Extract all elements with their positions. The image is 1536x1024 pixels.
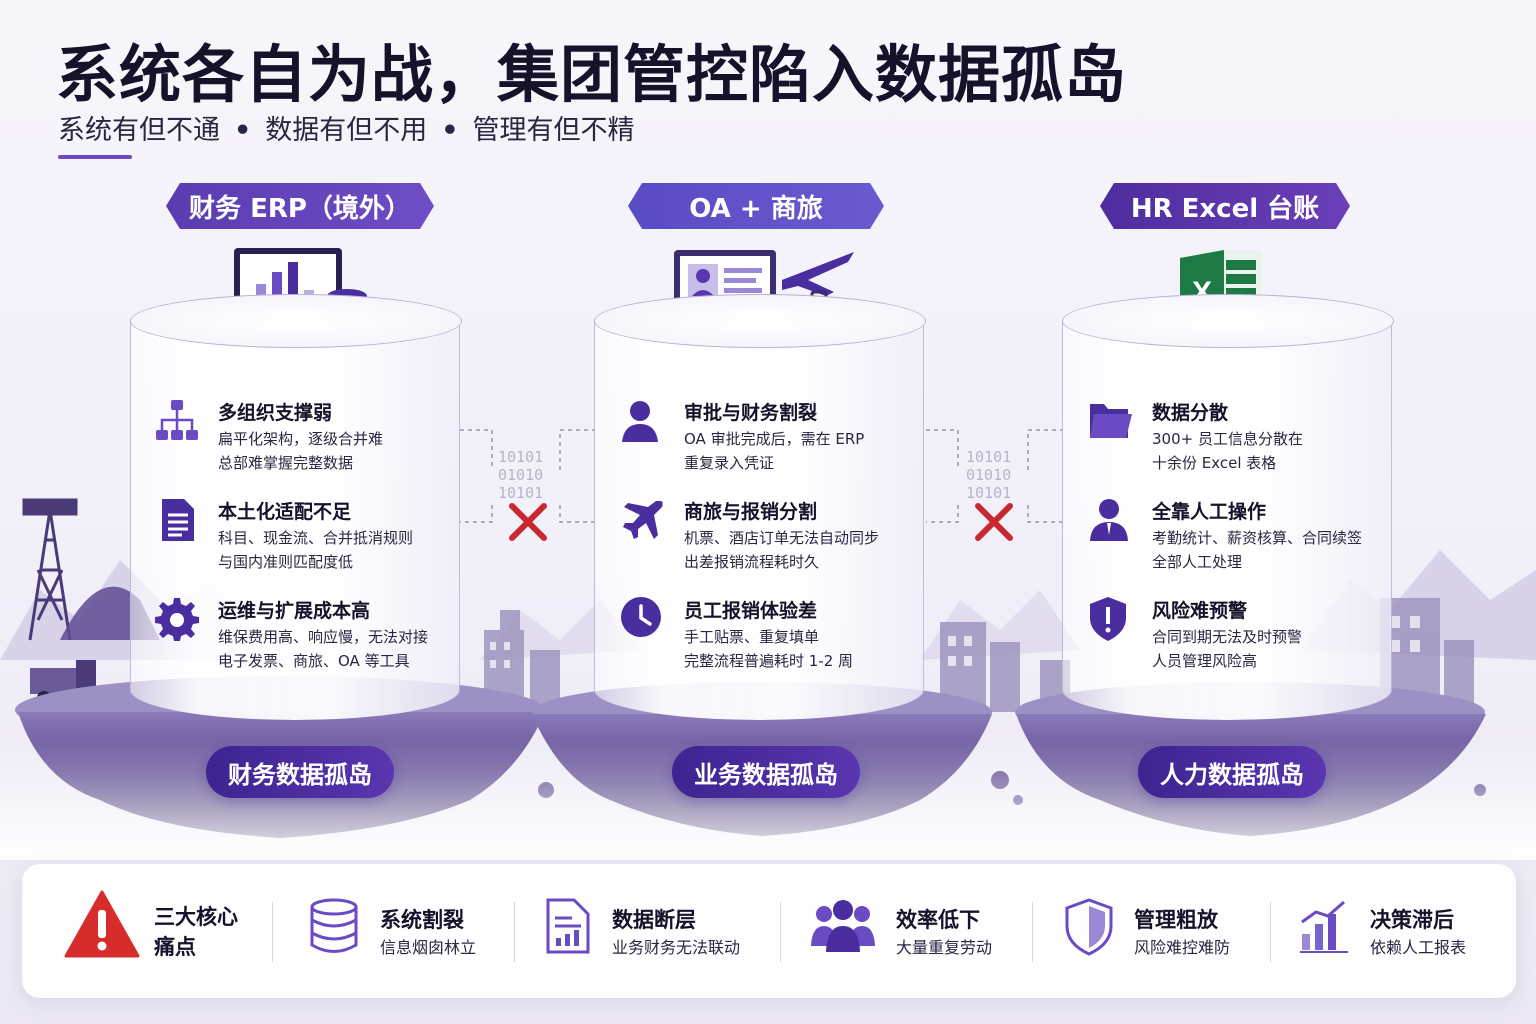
subtitle-separator: • <box>441 115 459 146</box>
item-desc: 手工贴票、重复填单 <box>684 628 820 646</box>
shield-alert-icon <box>1090 597 1126 641</box>
divider <box>514 902 515 962</box>
hr-cylinder-panel <box>1061 294 1394 720</box>
item-desc: 考勤统计、薪资核算、合同续签 <box>1152 529 1363 547</box>
system-tag-oa: OA + 商旅 <box>628 183 884 229</box>
pain-points-bar: 三大核心 痛点 系统割裂 信息烟囱林立 数据断层 业务财务无法联动 <box>22 864 1516 998</box>
pain-point-desc: 信息烟囱林立 <box>380 938 477 957</box>
pain-point-title: 管理粗放 <box>1134 908 1218 932</box>
island-label-business: 业务数据孤岛 <box>672 746 860 798</box>
page-title: 系统各自为战，集团管控陷入数据孤岛 <box>56 38 1128 111</box>
accent-line <box>58 155 132 159</box>
item-desc: 300+ 员工信息分散在 <box>1152 430 1303 448</box>
system-tag-erp: 财务 ERP（境外） <box>166 183 434 229</box>
pain-point-title: 决策滞后 <box>1370 908 1454 932</box>
item-desc: 机票、酒店订单无法自动同步 <box>684 529 880 547</box>
pain-point-desc: 业务财务无法联动 <box>612 938 741 957</box>
disconnect-x-icon <box>509 503 547 541</box>
item-desc: 总部难掌握完整数据 <box>218 454 354 472</box>
item-desc: 科目、现金流、合并抵消规则 <box>218 529 414 547</box>
divider <box>272 902 273 962</box>
mine-tower-illustration <box>22 498 78 641</box>
page-subtitle: 系统有但不通 • 数据有但不用 • 管理有但不精 <box>58 108 635 147</box>
item-desc: 扁平化架构，逐级合并难 <box>218 430 384 448</box>
user-icon <box>622 401 658 442</box>
org-chart-icon <box>156 400 198 440</box>
pain-point-title: 系统割裂 <box>380 908 464 932</box>
item-title: 商旅与报销分割 <box>684 501 818 523</box>
island-label-finance: 财务数据孤岛 <box>206 746 394 798</box>
core-pain-title: 三大核心 痛点 <box>154 905 238 959</box>
person-icon <box>1090 499 1128 541</box>
island-label-hr: 人力数据孤岛 <box>1138 746 1326 798</box>
item-desc: 重复录入凭证 <box>684 454 775 472</box>
divider <box>780 902 781 962</box>
item-desc: 人员管理风险高 <box>1152 652 1258 670</box>
subtitle-part-3: 管理有但不精 <box>472 115 635 146</box>
item-desc: 十余份 Excel 表格 <box>1152 454 1277 472</box>
pain-point-desc: 大量重复劳动 <box>896 938 993 957</box>
item-desc: OA 审批完成后，需在 ERP <box>684 430 865 448</box>
item-title: 多组织支撑弱 <box>218 402 333 424</box>
item-title: 员工报销体验差 <box>684 600 818 622</box>
pain-point-title: 效率低下 <box>896 908 980 932</box>
item-desc: 维保费用高、响应慢，无法对接 <box>218 628 429 646</box>
folder-icon <box>1090 404 1132 438</box>
item-title: 风险难预警 <box>1152 600 1248 622</box>
item-title: 数据分散 <box>1152 402 1229 424</box>
item-title: 全靠人工操作 <box>1152 501 1267 523</box>
pain-point-title: 数据断层 <box>612 908 696 932</box>
item-title: 运维与扩展成本高 <box>218 600 371 622</box>
system-tag-hr: HR Excel 台账 <box>1100 183 1350 229</box>
pain-point-desc: 依赖人工报表 <box>1370 938 1467 957</box>
item-desc: 合同到期无法及时预警 <box>1152 628 1303 646</box>
warning-icon <box>64 890 140 958</box>
clock-icon <box>621 597 661 637</box>
item-title: 审批与财务割裂 <box>684 402 818 424</box>
item-desc: 完整流程普遍耗时 1-2 周 <box>684 652 854 670</box>
subtitle-separator: • <box>234 115 252 146</box>
database-icon <box>310 898 358 953</box>
bar-chart-icon <box>1300 900 1348 953</box>
subtitle-part-2: 数据有但不用 <box>265 115 428 146</box>
item-title: 本土化适配不足 <box>218 501 352 523</box>
item-desc: 电子发票、商旅、OA 等工具 <box>218 652 410 670</box>
item-desc: 与国内准则匹配度低 <box>218 553 354 571</box>
divider <box>1032 902 1033 962</box>
team-icon <box>811 900 875 952</box>
disconnect-x-icon <box>975 503 1013 541</box>
subtitle-part-1: 系统有但不通 <box>58 115 220 146</box>
item-desc: 全部人工处理 <box>1152 553 1243 571</box>
document-icon <box>162 499 194 541</box>
divider <box>1270 902 1271 962</box>
gear-icon <box>155 598 199 641</box>
airplane-icon <box>623 501 663 539</box>
shield-icon <box>1065 898 1113 956</box>
report-icon <box>546 898 590 954</box>
item-desc: 出差报销流程耗时久 <box>684 553 820 571</box>
pain-point-desc: 风险难控难防 <box>1134 938 1231 957</box>
